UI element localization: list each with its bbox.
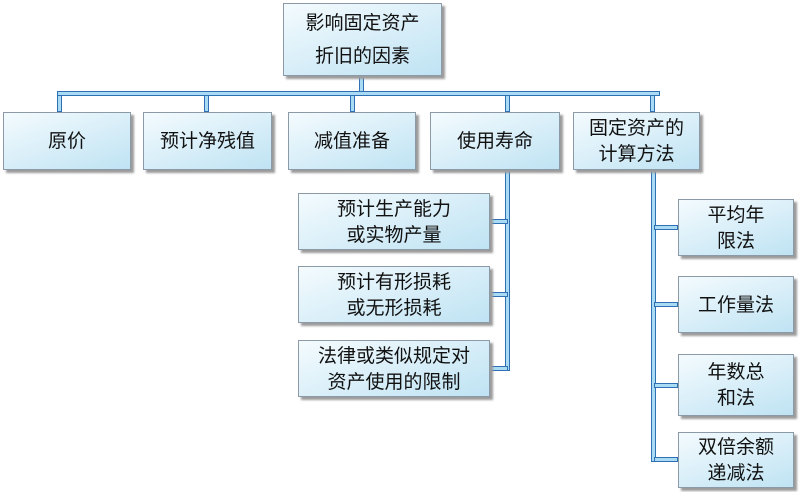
- node-text-line: 递减法: [707, 462, 765, 484]
- node-text-line: 和法: [716, 387, 755, 409]
- node-text-line: 年数总: [707, 361, 765, 383]
- node-text-line: 折旧的因素: [314, 44, 410, 67]
- node-text-line: 双倍余额: [697, 436, 774, 458]
- factor-node-useful-life: 使用寿命: [430, 112, 560, 170]
- connector-drop-impairment: [350, 95, 355, 112]
- factor-node-depreciation-methods: 固定资产的 计算方法: [573, 112, 700, 170]
- useful-life-node-legal-limits: 法律或类似规定对 资产使用的限制: [298, 340, 490, 397]
- connector-drop-original-price: [57, 95, 62, 112]
- node-text-line: 预计净残值: [159, 130, 255, 152]
- factor-node-residual-value: 预计净残值: [143, 112, 272, 170]
- method-node-double-declining: 双倍余额 递减法: [678, 432, 794, 488]
- connector-methods-trunk: [651, 170, 656, 462]
- connector-drop-residual-value: [204, 95, 209, 112]
- connector-main-bar: [57, 91, 660, 96]
- factor-node-impairment: 减值准备: [288, 112, 416, 170]
- method-node-straight-line: 平均年 限法: [678, 199, 794, 256]
- node-text-line: 计算方法: [598, 143, 675, 165]
- connector-useful-life-trunk: [505, 170, 510, 371]
- node-text-line: 法律或类似规定对: [317, 344, 470, 367]
- node-text-line: 或无形损耗: [346, 296, 442, 319]
- connector-drop-useful-life: [505, 95, 510, 112]
- connector-method-branch: [654, 457, 678, 462]
- node-text-line: 预计有形损耗: [336, 270, 451, 293]
- node-text-line: 固定资产的: [588, 117, 684, 139]
- node-text-line: 资产使用的限制: [327, 370, 461, 393]
- useful-life-node-capacity: 预计生产能力 或实物产量: [298, 193, 490, 250]
- node-text-line: 预计生产能力: [336, 197, 451, 220]
- connector-useful-life-branch: [490, 366, 508, 371]
- method-node-units-of-production: 工作量法: [678, 276, 794, 333]
- node-text-line: 影响固定资产: [305, 11, 420, 34]
- node-text-line: 平均年: [707, 203, 765, 226]
- factor-node-original-price: 原价: [3, 112, 131, 170]
- method-node-sum-of-years: 年数总 和法: [678, 354, 794, 416]
- node-text-line: 使用寿命: [456, 130, 533, 152]
- node-text-line: 限法: [716, 229, 755, 252]
- node-text-line: 工作量法: [697, 293, 774, 316]
- root-node: 影响固定资产 折旧的因素: [283, 3, 442, 76]
- connector-useful-life-branch: [490, 219, 508, 224]
- connector-useful-life-branch: [490, 292, 508, 297]
- connector-method-branch: [654, 225, 678, 230]
- node-text-line: 或实物产量: [346, 223, 442, 246]
- connector-method-branch: [654, 302, 678, 307]
- node-text-line: 原价: [47, 130, 86, 152]
- connector-method-branch: [654, 383, 678, 388]
- useful-life-node-wear: 预计有形损耗 或无形损耗: [298, 266, 490, 323]
- node-text-line: 减值准备: [313, 130, 390, 152]
- connector-drop-methods: [650, 95, 655, 112]
